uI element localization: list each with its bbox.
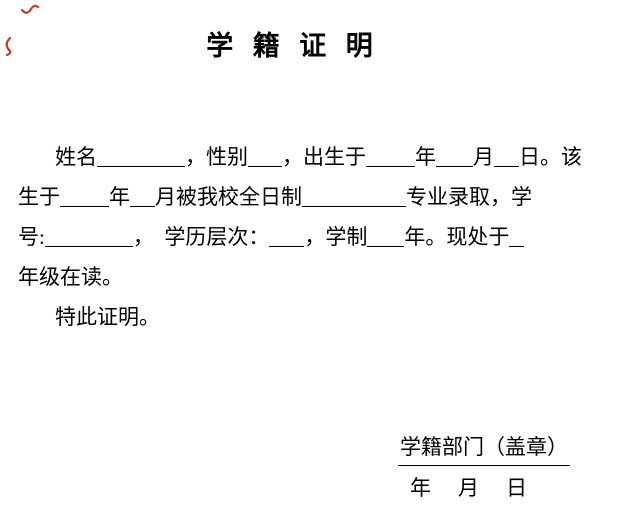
text-run: ，学制: [304, 225, 368, 249]
blank-field: [367, 245, 405, 247]
blank-field: [494, 165, 519, 167]
text-run: ，出生于: [282, 145, 366, 169]
body-line: 姓名 ，性别 ，出生于 年 月 日。该: [18, 137, 614, 177]
body-line: 特此证明。: [18, 297, 614, 337]
blank-field: [97, 165, 185, 167]
text-run: 号:: [18, 225, 45, 249]
blank-field: [436, 165, 473, 167]
blank-field: [509, 245, 525, 247]
text-run: 月: [473, 145, 494, 169]
body-line: 生于 年 月被我校全日制 专业录取，学: [18, 177, 614, 217]
red-pen-marks-icon: [5, 4, 40, 57]
blank-field: [60, 205, 109, 207]
text-run: 姓名: [55, 145, 97, 169]
signature-department-line: 学籍部门（盖章）: [398, 431, 570, 466]
body-line: 年级在读。: [18, 257, 614, 297]
text-run: ，性别: [185, 145, 248, 169]
text-run: 年: [415, 145, 436, 169]
text-run: 年级在读。: [18, 265, 123, 289]
text-run: 生于: [18, 185, 60, 209]
blank-field: [130, 205, 155, 207]
blank-field: [248, 165, 282, 167]
document-body: 姓名，性别，出生于年月日。该生于年月被我校全日制专业录取，学号:， 学历层次：，…: [18, 137, 614, 337]
blank-field: [269, 245, 305, 247]
text-run: 年: [109, 185, 130, 209]
text-run: 日。该: [519, 145, 582, 169]
text-run: 特此证明。: [55, 305, 160, 329]
text-run: ， 学历层次：: [132, 225, 270, 249]
text-run: 月被我校全日制: [155, 185, 302, 209]
blank-field: [44, 245, 133, 247]
body-line: 号: ， 学历层次： ，学制 年。现处于: [18, 217, 614, 257]
blank-field: [366, 165, 415, 167]
text-run: 专业录取，学: [406, 185, 532, 209]
text-run: 年。现处于: [404, 225, 510, 249]
blank-field: [302, 205, 406, 207]
department-stamp-label: 学籍部门（盖章）: [398, 431, 570, 466]
page-title: 学 籍 证 明: [206, 31, 379, 61]
signature-date-line: 年 月 日: [410, 476, 530, 500]
